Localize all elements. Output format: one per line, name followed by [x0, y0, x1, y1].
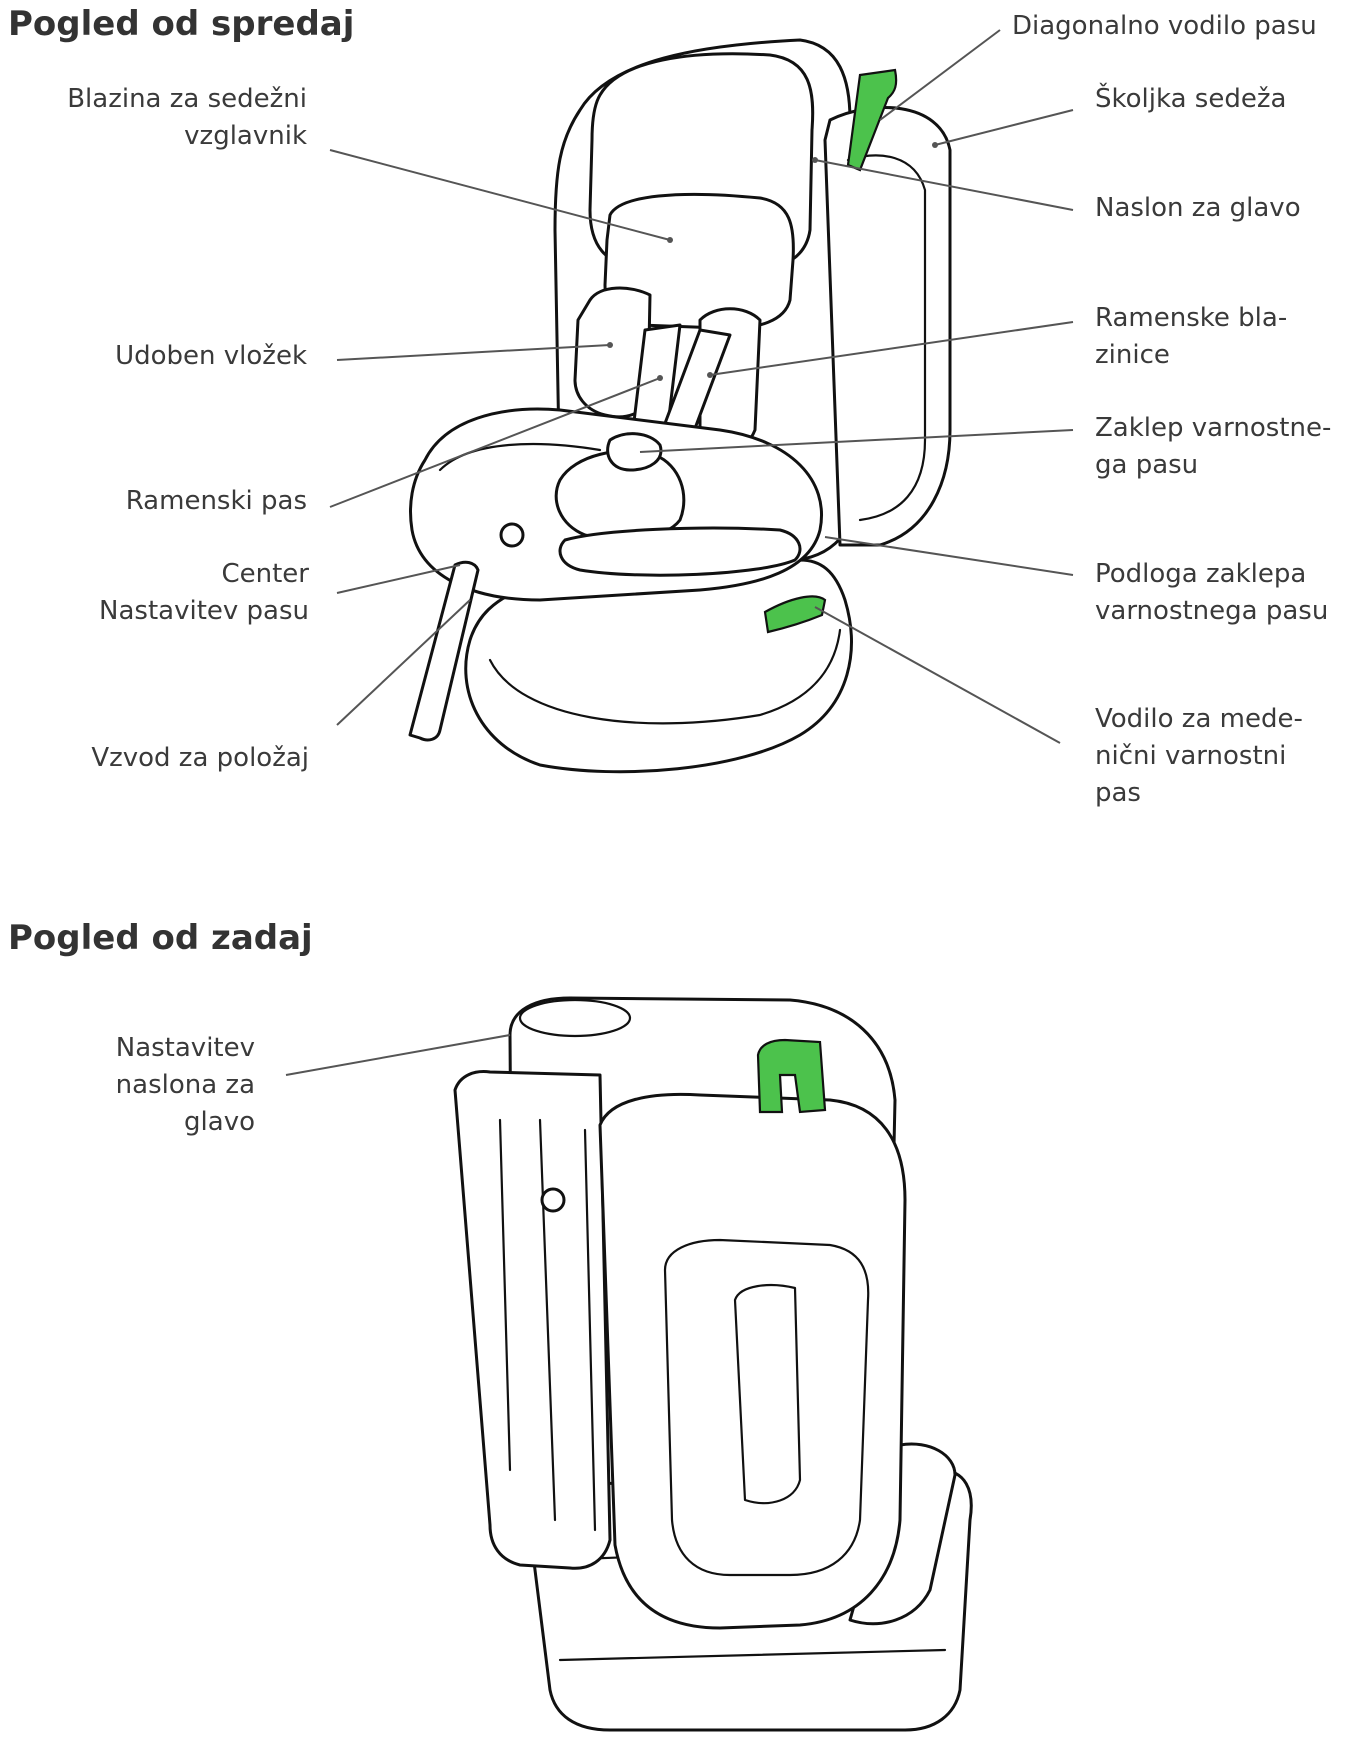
label-lap-guide: Vodilo za mede- nični varnostni pas — [1095, 704, 1303, 808]
label-seat-shell: Školjka sedeža — [1095, 84, 1287, 114]
label-comfort-insert: Udoben vložek — [115, 341, 307, 371]
label-diagonal-guide: Diagonalno vodilo pasu — [1012, 11, 1317, 41]
back-view-heading: Pogled od zadaj — [8, 918, 313, 958]
back-leader-line — [285, 1034, 511, 1076]
label-buckle-pad: Podloga zaklepa varnostnega pasu — [1095, 559, 1329, 626]
front-position-lever — [408, 560, 480, 742]
back-seat-shell — [453, 1070, 612, 1570]
label-shoulder-belt: Ramenski pas — [125, 486, 307, 516]
label-headrest-cushion: Blazina za sedežni vzglavnik — [67, 84, 307, 151]
label-position-lever: Vzvod za položaj — [91, 743, 309, 773]
label-headrest: Naslon za glavo — [1095, 193, 1301, 223]
label-shoulder-pads: Ramenske bla- zinice — [1095, 303, 1288, 370]
front-leader-lines — [329, 29, 1074, 744]
label-buckle: Zaklep varnostne- ga pasu — [1095, 413, 1332, 480]
front-buckle — [606, 432, 663, 472]
front-diagonal-guide-highlight — [846, 68, 898, 172]
front-lap-guide-highlight — [763, 595, 827, 634]
label-center-adjust: Center Nastavitev pasu — [99, 559, 309, 626]
front-view-heading: Pogled od spredaj — [8, 4, 355, 44]
front-seat-illustration — [408, 38, 952, 774]
label-headrest-adjust: Nastavitev naslona za glavo — [115, 1033, 255, 1137]
front-comfort-insert — [573, 286, 652, 419]
back-seat-illustration — [453, 996, 973, 1732]
back-headrest-adjust-highlight — [756, 1038, 827, 1114]
